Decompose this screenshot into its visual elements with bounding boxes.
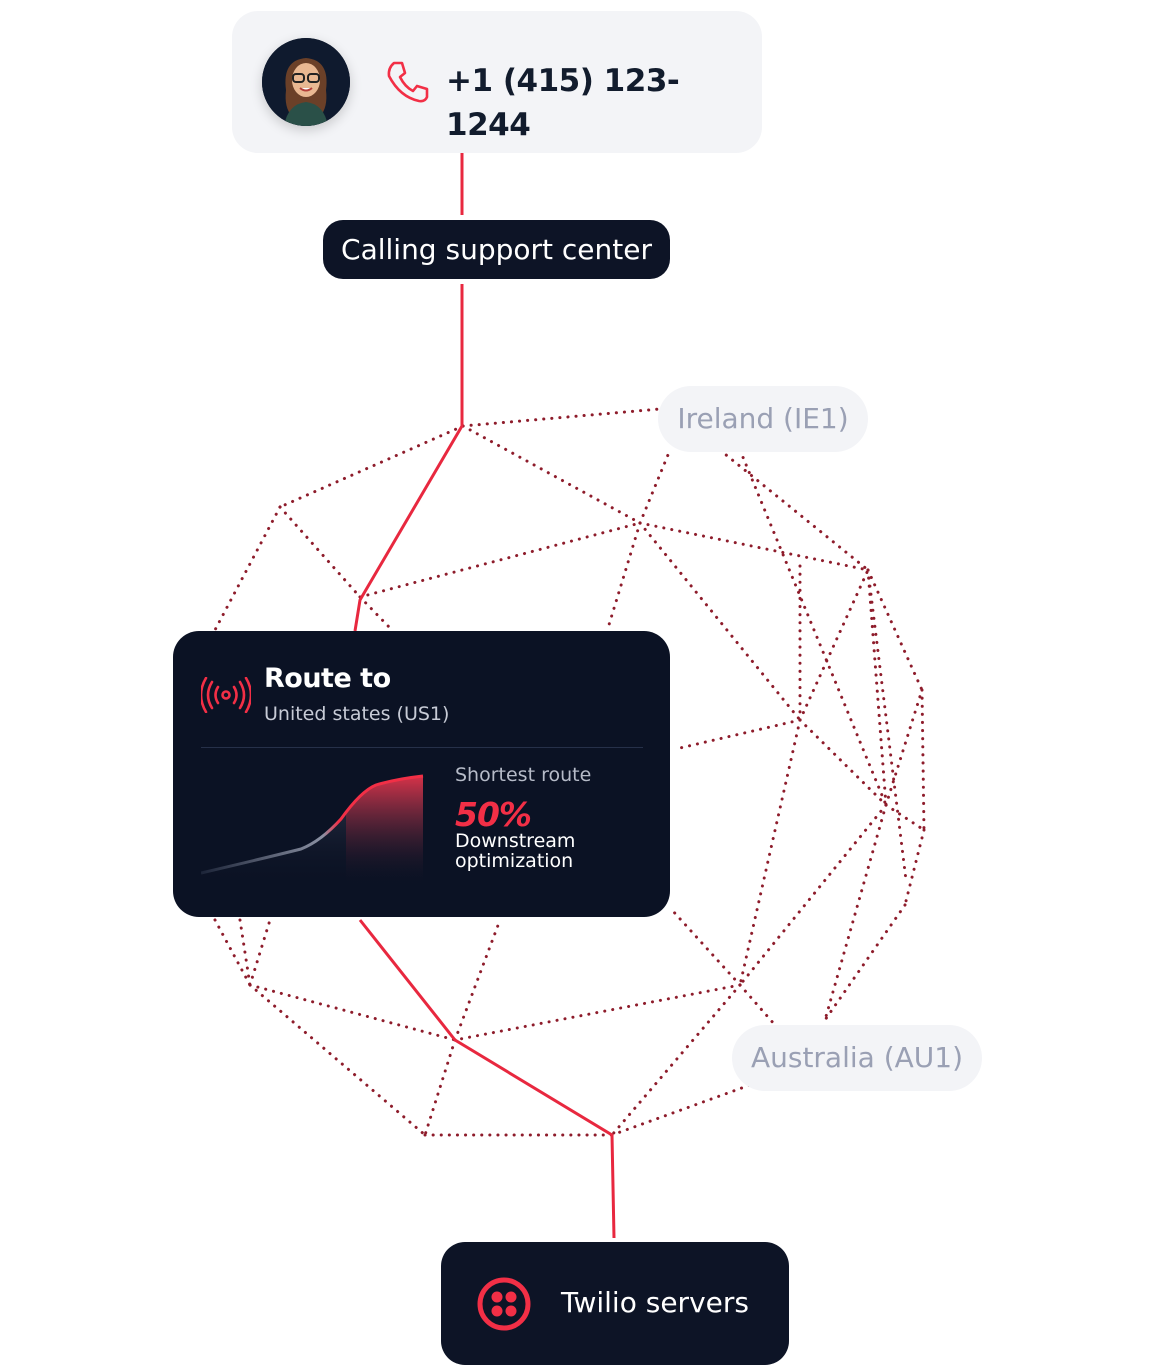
twilio-servers-label: Twilio servers — [561, 1286, 749, 1319]
route-optimization-chart — [201, 774, 424, 886]
shortest-route-label: Shortest route — [455, 764, 592, 786]
optimization-description: Downstream optimization — [455, 830, 576, 872]
twilio-servers-card: Twilio servers — [441, 1242, 789, 1365]
route-divider — [201, 747, 643, 748]
region-australia: Australia (AU1) — [732, 1025, 982, 1091]
signal-broadcast-icon — [201, 677, 251, 713]
person-avatar-icon — [262, 38, 350, 126]
route-card: Route to United states (US1) Shortest ro… — [173, 631, 670, 917]
route-destination: United states (US1) — [264, 703, 450, 725]
phone-number: +1 (415) 123-1244 — [446, 63, 680, 143]
route-title: Route to — [264, 663, 391, 694]
region-ireland: Ireland (IE1) — [658, 386, 868, 452]
phone-icon — [387, 61, 429, 103]
optimization-percent: 50% — [455, 795, 532, 834]
twilio-logo-icon — [477, 1277, 531, 1331]
calling-support-center-label: Calling support center — [323, 220, 670, 279]
caller-card: +1 (415) 123-1244 — [232, 11, 762, 153]
